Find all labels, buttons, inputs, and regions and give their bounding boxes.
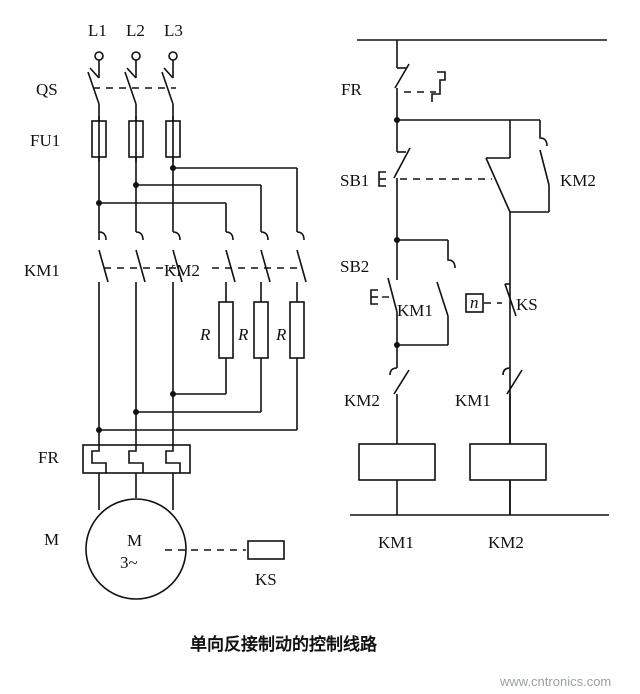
main-circuit	[82, 51, 307, 600]
label-sb1: SB1	[340, 171, 369, 190]
km2-interlock-contact	[389, 345, 410, 444]
label-motor-phase: 3~	[120, 553, 138, 572]
km2-hold-contact	[485, 119, 550, 213]
label-coil-km1: KM1	[378, 533, 414, 552]
fu1-fuses	[91, 116, 181, 162]
terminal-l1	[94, 51, 104, 61]
watermark: www.cntronics.com	[499, 674, 611, 689]
sb2-start-button	[370, 240, 398, 313]
label-km2-nc: KM2	[344, 391, 380, 410]
label-km2-main: KM2	[164, 261, 200, 280]
label-motor-m: M	[127, 531, 142, 550]
terminal-l3	[168, 51, 178, 61]
ks-speed-relay	[247, 540, 285, 560]
label-speed-n: n	[470, 293, 479, 312]
coil-km1	[358, 443, 436, 481]
label-km1-nc: KM1	[397, 301, 433, 320]
km1-main-contacts	[98, 231, 183, 283]
label-r3: R	[275, 325, 287, 344]
label-m: M	[44, 530, 59, 549]
figure-caption: 单向反接制动的控制线路	[190, 634, 378, 655]
label-r2: R	[237, 325, 249, 344]
ks-contact	[465, 283, 517, 317]
label-km1-main: KM1	[24, 261, 60, 280]
label-r1: R	[199, 325, 211, 344]
braking-resistors	[218, 301, 305, 359]
label-l1: L1	[88, 21, 107, 40]
label-km2-hold: KM2	[560, 171, 596, 190]
coil-km2	[469, 443, 547, 481]
km2-main-contacts	[212, 231, 307, 283]
label-fr-ctrl: FR	[341, 80, 362, 99]
fr-nc-contact	[394, 40, 446, 108]
label-ks-main: KS	[255, 570, 277, 589]
labels: L1 L2 L3 QS FU1 KM1 KM2 R R R FR M M 3~ …	[24, 21, 611, 689]
label-coil-km2: KM2	[488, 533, 524, 552]
qs-switch	[87, 67, 176, 105]
label-ks-ctrl: KS	[516, 295, 538, 314]
control-circuit	[350, 39, 609, 516]
label-qs: QS	[36, 80, 58, 99]
km1-hold-contact	[396, 240, 456, 346]
label-sb2: SB2	[340, 257, 369, 276]
motor	[85, 498, 187, 600]
label-fr-main: FR	[38, 448, 59, 467]
label-l3: L3	[164, 21, 183, 40]
label-km1-no: KM1	[455, 391, 491, 410]
fr-thermal-element	[82, 444, 191, 474]
label-fu1: FU1	[30, 131, 60, 150]
terminal-l2	[131, 51, 141, 61]
km1-interlock-contact	[502, 367, 523, 395]
label-l2: L2	[126, 21, 145, 40]
sb1-stop-button	[378, 120, 492, 212]
